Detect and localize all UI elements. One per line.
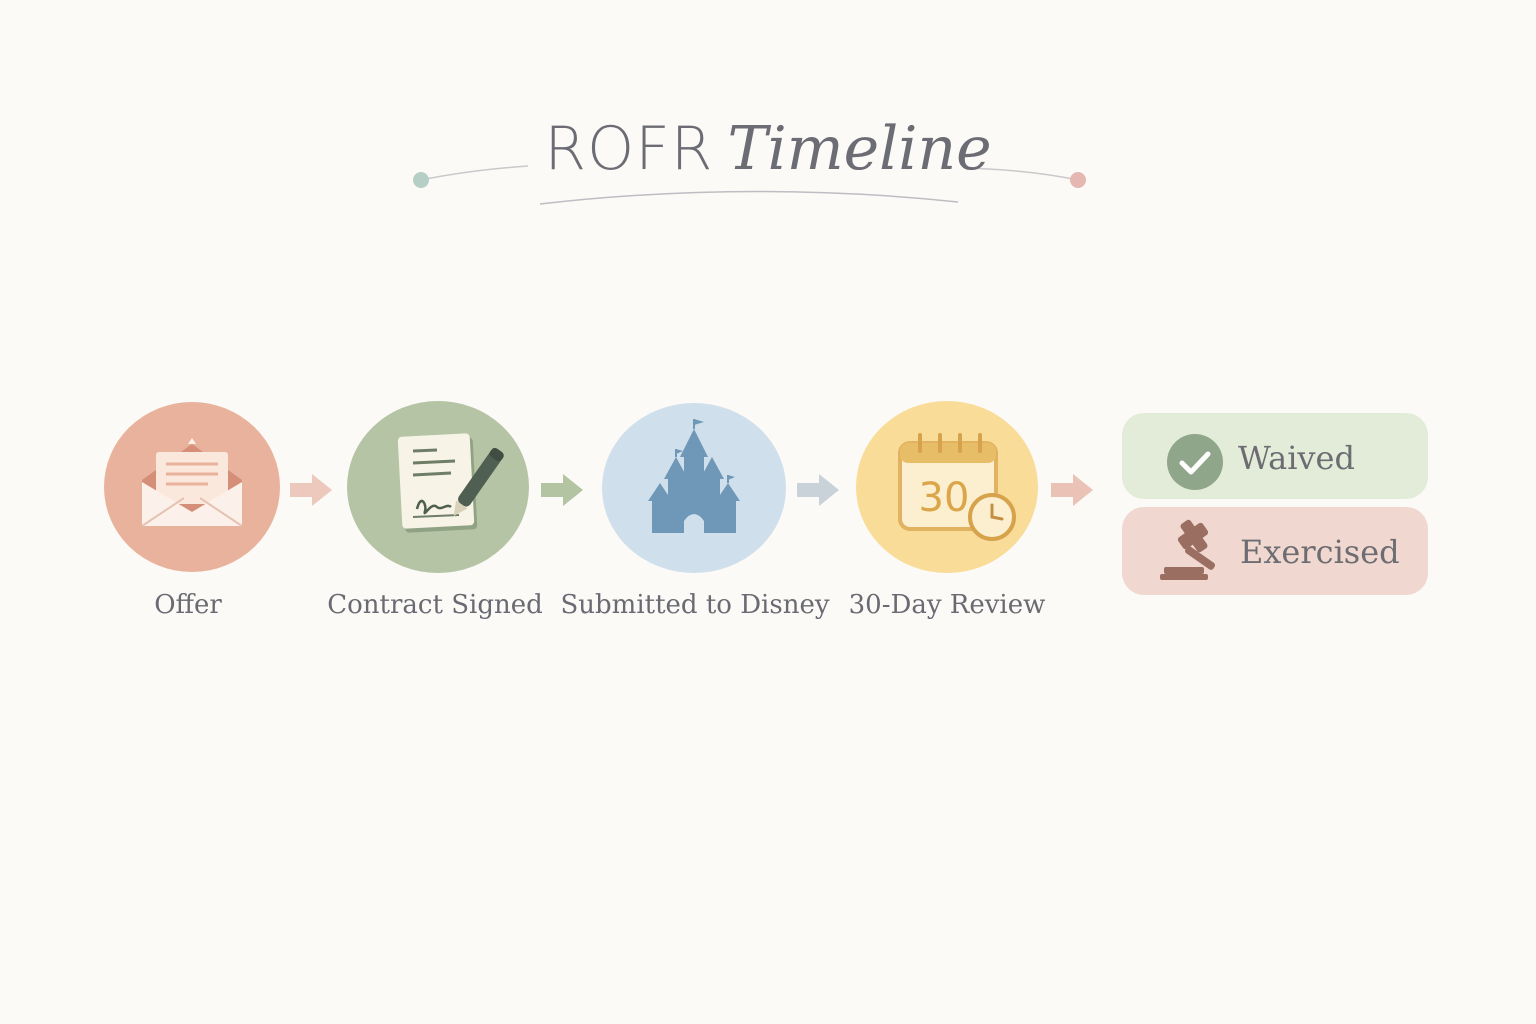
envelope-icon [141, 438, 243, 527]
step-offer-circle [104, 402, 280, 572]
step-contract-circle [347, 401, 529, 573]
step-submitted-label: Submitted to Disney [560, 590, 830, 620]
arrow-1 [290, 474, 332, 506]
signed-document-icon [397, 433, 504, 533]
outcome-exercised-label: Exercised [1240, 533, 1400, 571]
title-main: ROFR [544, 114, 714, 184]
step-contract-label: Contract Signed [327, 590, 543, 620]
step-offer-label: Offer [154, 590, 222, 620]
step-review-label: 30-Day Review [848, 590, 1046, 620]
calendar-day-text: 30 [919, 475, 970, 521]
title-dot-right [1070, 172, 1086, 188]
outcome-waived-label: Waived [1238, 439, 1355, 477]
step-submitted-circle [602, 403, 786, 573]
gavel-icon [1160, 519, 1216, 580]
title-dot-left [413, 172, 429, 188]
outcome-exercised-box: Exercised [1122, 507, 1428, 595]
calendar-clock-icon: 30 [898, 433, 1016, 541]
arrow-2 [541, 474, 583, 506]
title-accent: Timeline [727, 114, 992, 184]
outcome-waived-box: Waived [1122, 413, 1428, 499]
step-review-circle: 30 [856, 401, 1038, 573]
checkmark-icon [1167, 434, 1223, 490]
arrow-3 [797, 474, 839, 506]
castle-icon [648, 419, 740, 533]
arrow-4 [1051, 474, 1093, 506]
title-decoration [413, 165, 1086, 205]
